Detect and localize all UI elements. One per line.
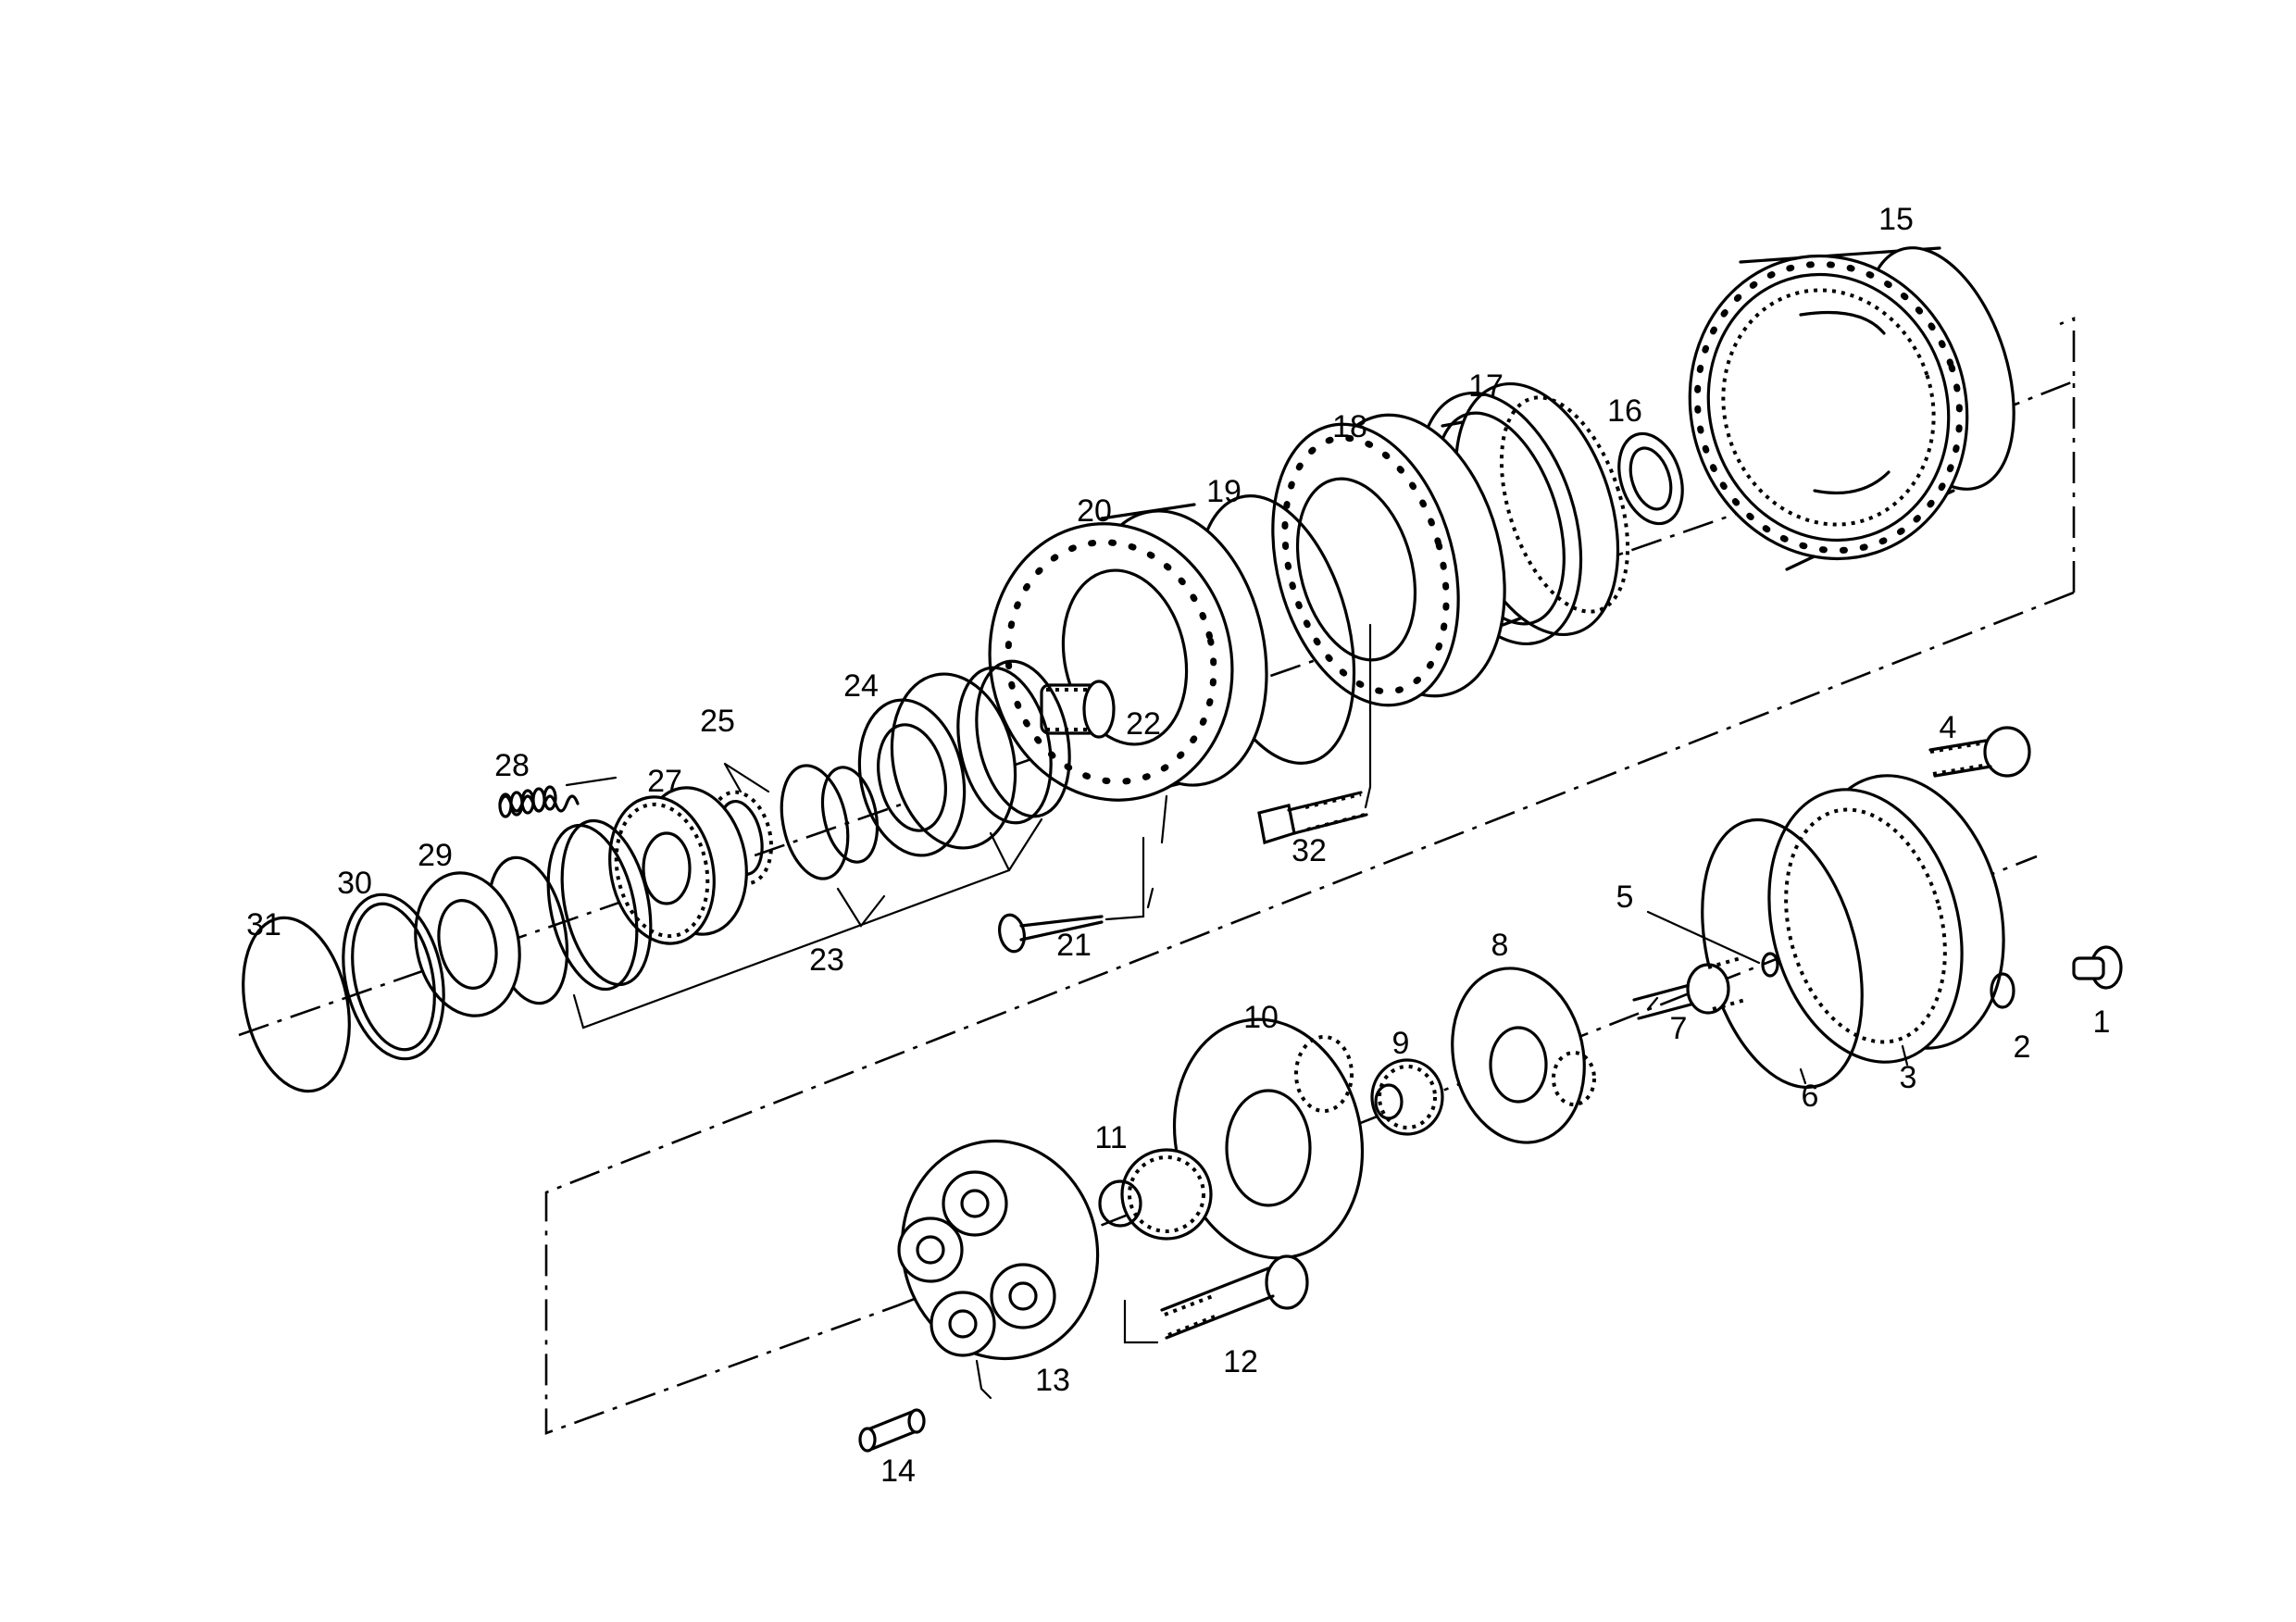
label-32: 32	[1292, 833, 1327, 868]
label-9: 9	[1392, 1026, 1410, 1061]
part-9-planet-gear	[1370, 1058, 1444, 1136]
label-12: 12	[1223, 1344, 1258, 1379]
part-21-screw	[998, 836, 1145, 954]
label-3: 3	[1900, 1060, 1917, 1095]
label-22: 22	[1126, 706, 1161, 742]
part-15-housing	[1688, 246, 2015, 571]
part-12-bolt	[1123, 1254, 1309, 1344]
part-32-bolt	[1257, 791, 1368, 845]
label-14: 14	[880, 1454, 916, 1489]
label-13: 13	[1035, 1363, 1070, 1398]
label-27: 27	[647, 764, 682, 799]
label-1: 1	[2093, 1004, 2111, 1040]
part-2-washer	[1990, 972, 2015, 1009]
part-29-bearing	[414, 871, 521, 1017]
part-18-hub	[1271, 413, 1506, 707]
part-16-seal	[1617, 431, 1684, 526]
label-30: 30	[337, 866, 372, 901]
leader-lines-upper	[565, 623, 1372, 1029]
part-1-plug	[2072, 945, 2123, 990]
label-23: 23	[809, 942, 844, 978]
label-31: 31	[246, 907, 281, 942]
label-17: 17	[1468, 368, 1504, 404]
part-28-spring	[498, 785, 580, 818]
label-24: 24	[843, 668, 879, 704]
part-14-pin	[858, 1359, 992, 1453]
leader-lines-lower	[1646, 996, 1909, 1085]
part-31-ring	[242, 916, 351, 1093]
label-16: 16	[1607, 393, 1642, 429]
part-3-carrier-housing	[1767, 774, 2005, 1064]
label-5: 5	[1616, 880, 1634, 915]
part-30-snap-ring	[342, 892, 445, 1061]
label-29: 29	[418, 838, 453, 873]
label-10: 10	[1243, 1000, 1279, 1035]
part-labels: 1 2 3 4 5 6 7 8 9 10 11 12 13 14 15 16 1…	[246, 202, 2110, 1489]
label-4: 4	[1940, 710, 1957, 745]
label-11: 11	[1094, 1120, 1127, 1155]
part-5-washer	[1761, 952, 1779, 978]
part-13-planet-set	[897, 1139, 1100, 1361]
label-28: 28	[494, 748, 530, 783]
part-8-planet-carrier	[1451, 967, 1596, 1144]
label-15: 15	[1878, 202, 1914, 237]
leader-5	[1646, 910, 1761, 965]
label-7: 7	[1670, 1011, 1688, 1046]
part-11-gear	[1098, 1148, 1213, 1241]
label-19: 19	[1206, 474, 1242, 509]
part-7-sun-shaft	[1632, 956, 1746, 1020]
label-6: 6	[1802, 1079, 1819, 1114]
part-23-rings-upper	[956, 659, 1071, 825]
label-20: 20	[1077, 493, 1112, 529]
label-25: 25	[700, 704, 735, 739]
label-18: 18	[1332, 409, 1367, 444]
label-21: 21	[1056, 928, 1092, 963]
part-4-bolt	[1928, 726, 2031, 778]
label-8: 8	[1491, 928, 1509, 963]
label-2: 2	[2014, 1029, 2031, 1065]
